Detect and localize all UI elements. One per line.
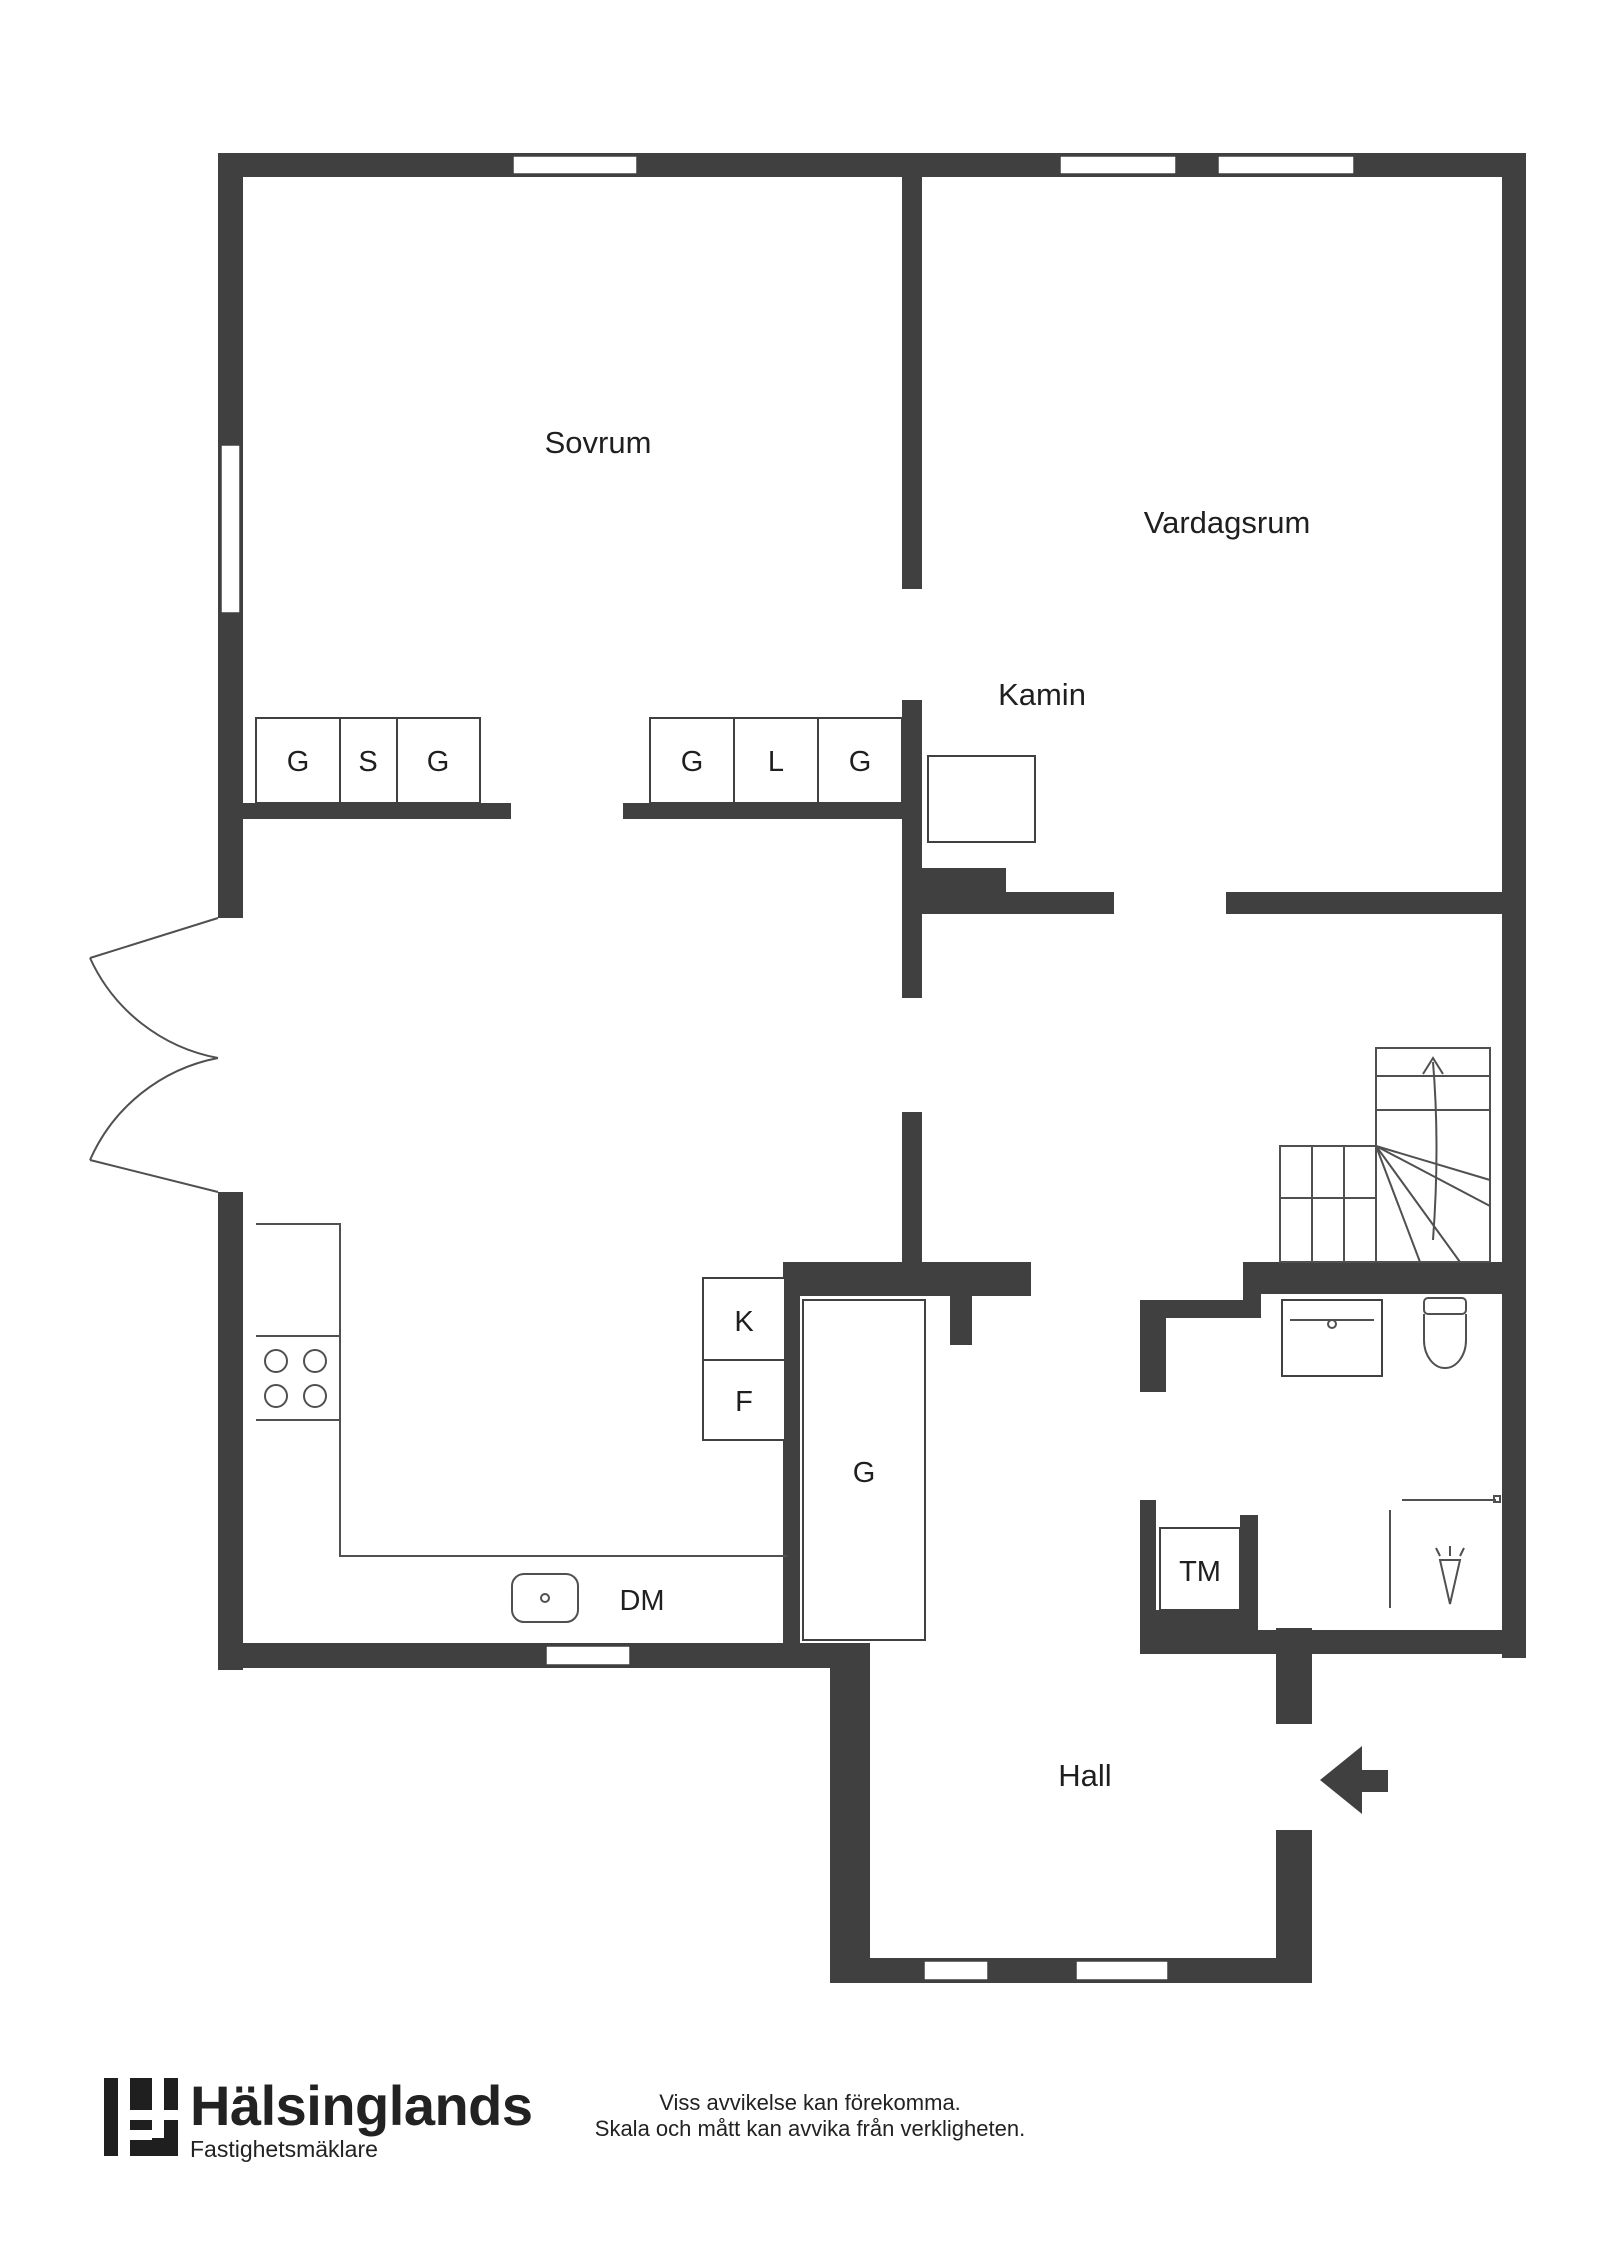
stove-icon: [264, 1349, 327, 1408]
washing-machine-tm: [1159, 1527, 1241, 1611]
kitchen: DM K F: [256, 1223, 787, 1623]
wardrobe-left: G S G: [255, 717, 481, 804]
room-sovrum: Sovrum: [545, 425, 652, 460]
disclaimer-line-1: Viss avvikelse kan förekomma.: [659, 2090, 961, 2115]
wardrobe-mid-l: L: [768, 746, 784, 778]
wardrobe-mid-g1: G: [681, 746, 704, 778]
f-label: F: [735, 1386, 753, 1418]
windows: [220, 155, 1355, 1981]
wardrobe-left-s: S: [358, 746, 377, 778]
washbasin-icon: [1281, 1299, 1383, 1377]
room-hall: Hall: [1058, 1758, 1111, 1793]
fridge-k: [702, 1277, 786, 1361]
hall-wardrobe: [802, 1299, 926, 1641]
disclaimer: Viss avvikelse kan förekomma. Skala och …: [530, 2090, 1090, 2142]
sink-icon: [511, 1573, 579, 1623]
staircase: [1279, 1047, 1491, 1263]
freezer-f: [702, 1359, 786, 1441]
tm-label: TM: [1179, 1556, 1221, 1588]
brand-name: Hälsinglands: [190, 2074, 533, 2137]
entrance-doors: [89, 917, 219, 1193]
brand-subtitle: Fastighetsmäklare: [190, 2136, 378, 2162]
toilet-icon: [1423, 1297, 1467, 1369]
room-vardagsrum: Vardagsrum: [1144, 505, 1311, 540]
fireplace: [927, 755, 1036, 843]
wardrobe-left-g2: G: [427, 746, 450, 778]
shower-icon: [1435, 1546, 1465, 1605]
logo-mark-icon: [104, 2078, 178, 2156]
brand-logo: Hälsinglands Fastighetsmäklare: [104, 2078, 533, 2162]
room-kamin: Kamin: [998, 677, 1086, 712]
disclaimer-line-2: Skala och mått kan avvika från verklighe…: [594, 2116, 1026, 2141]
floor-plan: G S G G L G DM K F G: [89, 153, 1526, 1983]
k-label: K: [734, 1306, 754, 1338]
hall-wardrobe-label: G: [853, 1457, 876, 1489]
bathroom: TM: [1159, 1297, 1501, 1611]
entrance-arrow-icon: [1320, 1746, 1388, 1814]
wardrobe-left-g1: G: [287, 746, 310, 778]
wardrobe-mid-g2: G: [849, 746, 872, 778]
dm-label: DM: [619, 1585, 664, 1617]
wardrobe-mid: G L G: [649, 717, 903, 804]
walls: [218, 153, 1526, 1983]
